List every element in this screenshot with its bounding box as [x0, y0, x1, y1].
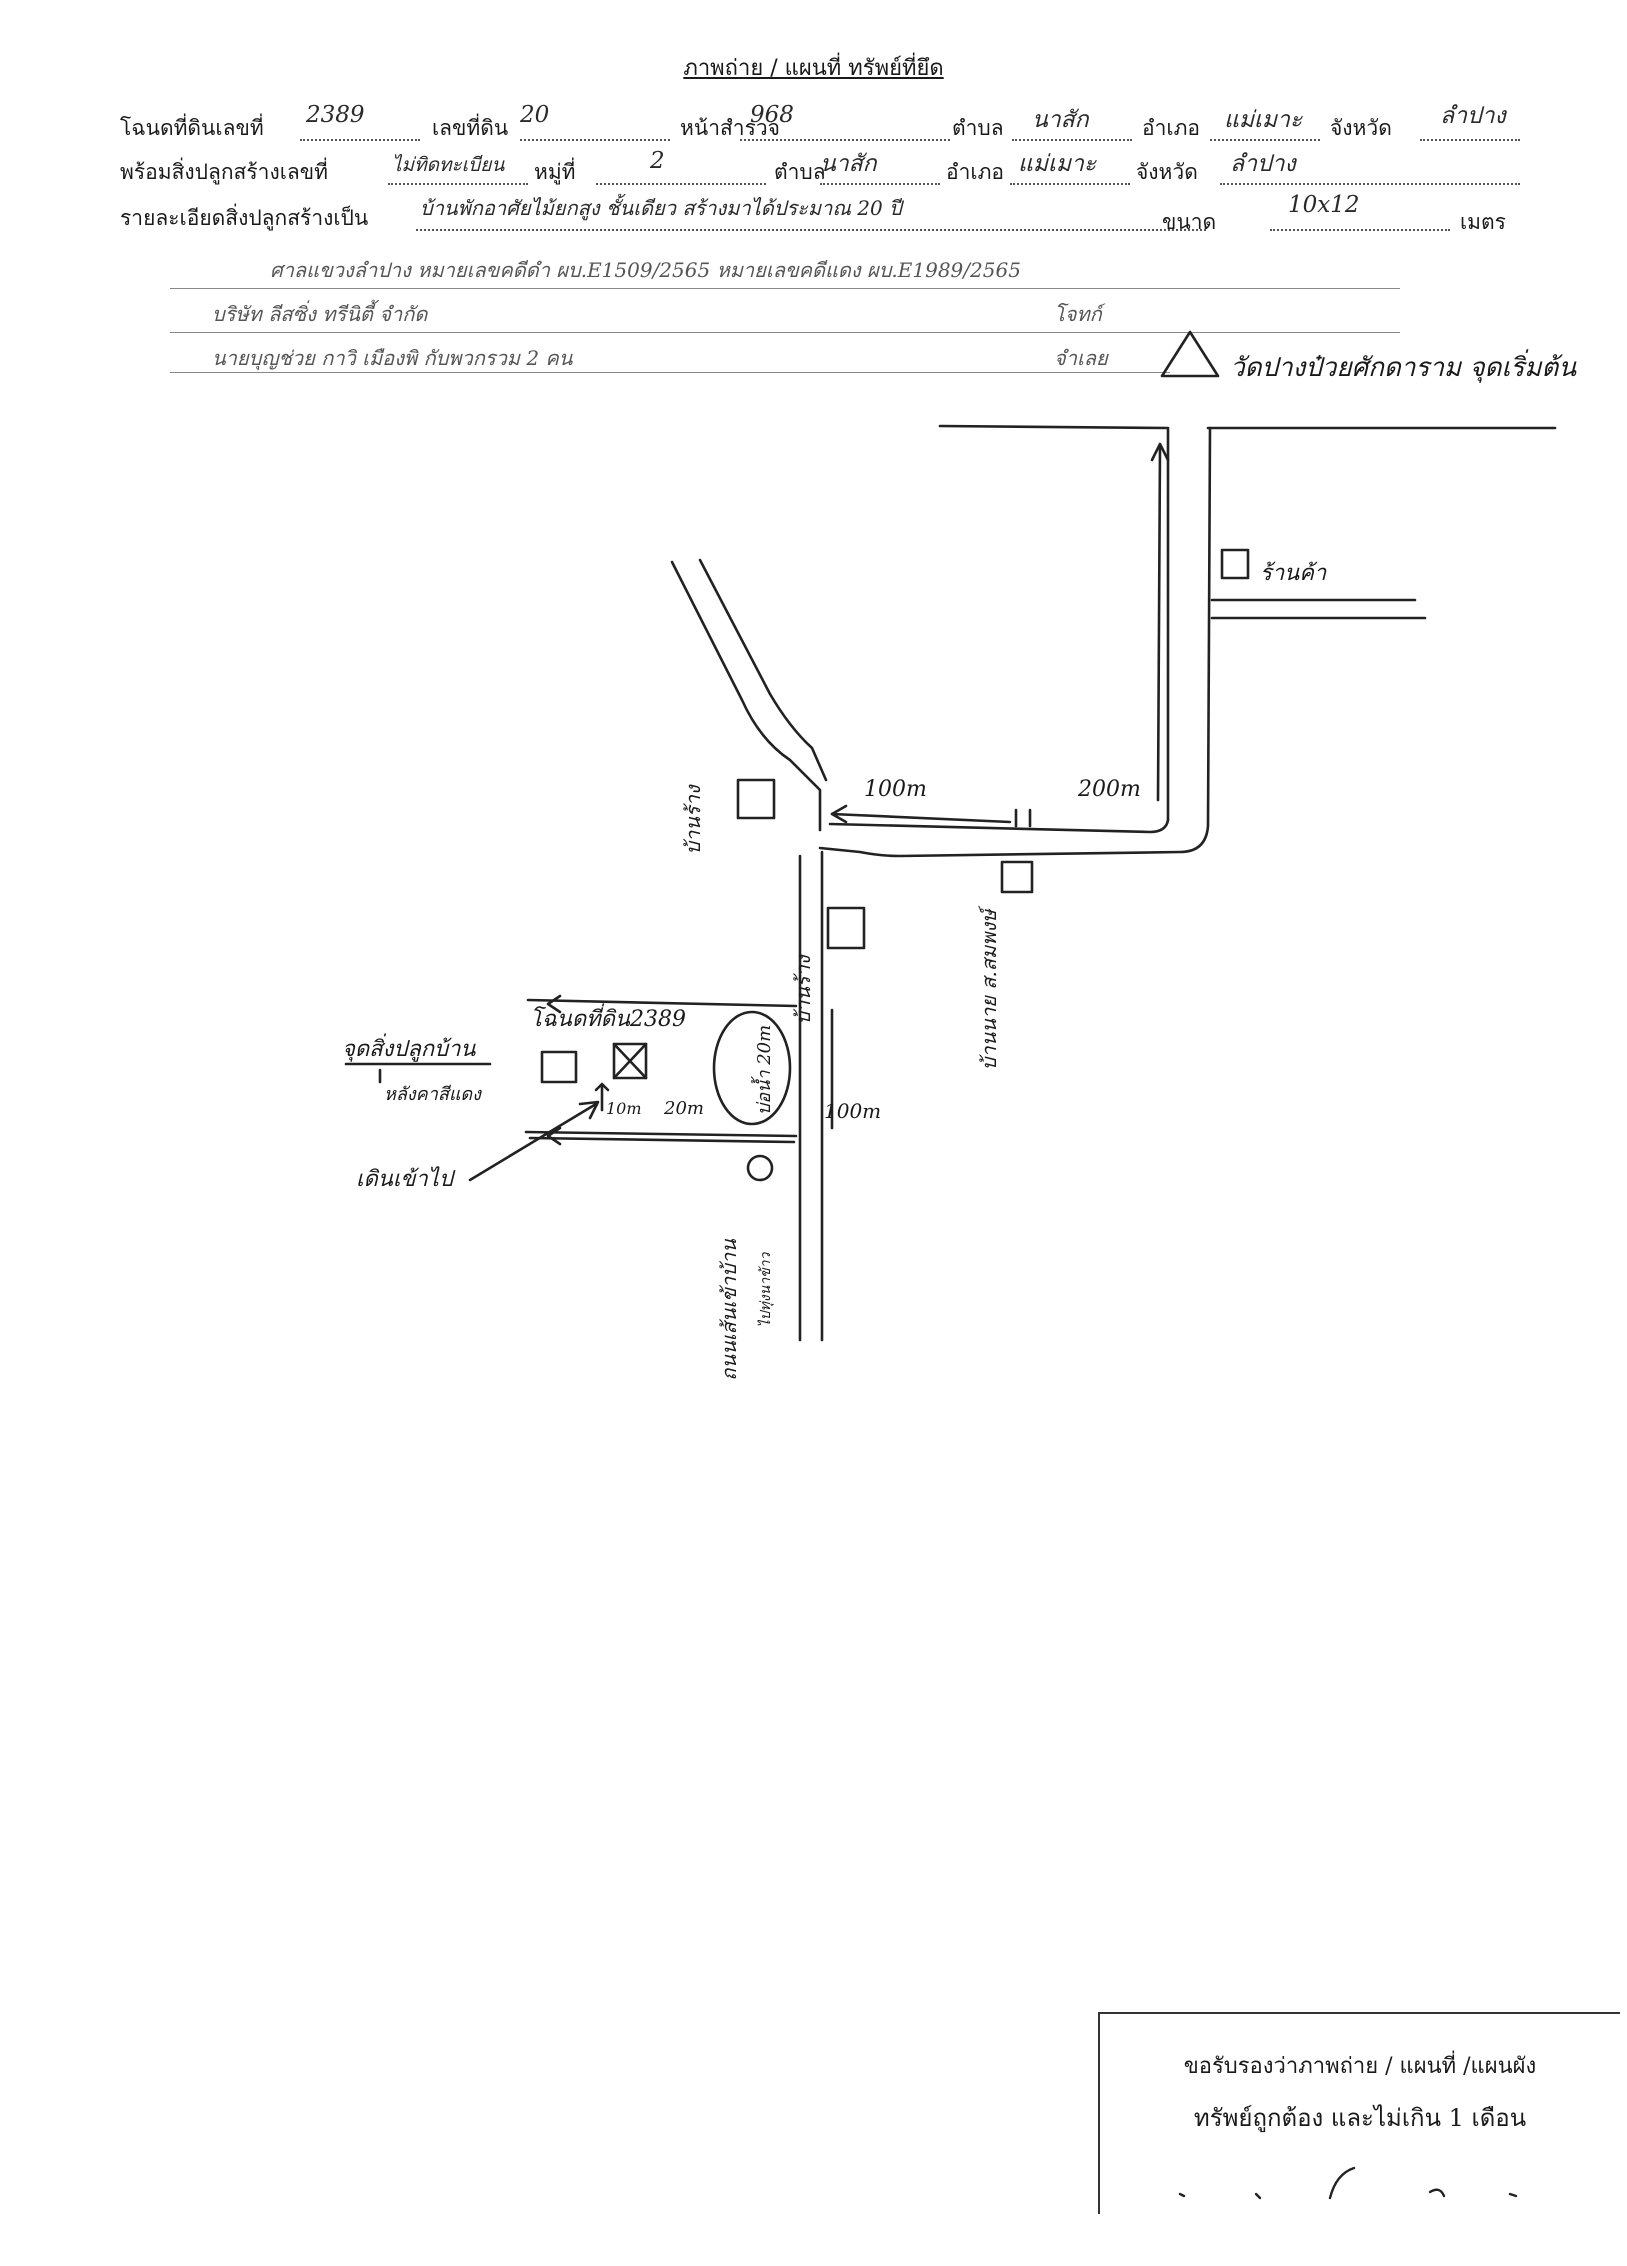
certification-line1: ขอรับรองว่าภาพถ่าย / แผนที่ /แผนผัง: [1183, 2054, 1537, 2079]
route-arrow-head-up: [1150, 442, 1170, 462]
form-row-details: รายละเอียดสิ่งปลูกสร้างเป็น บ้านพักอาศัย…: [120, 192, 1520, 234]
subdistrict-label-2: ตำบล: [774, 160, 826, 184]
court-case-line: ศาลแขวงลำปาง หมายเลขคดีดำ ผบ.E1509/2565 …: [270, 258, 1021, 282]
deed-number: 2389: [306, 102, 365, 128]
moo-number: 2: [650, 148, 665, 174]
road-diagonal-edge-1: [670, 560, 822, 832]
abandoned-house-label-left: บ้านร้าง: [681, 784, 705, 855]
road-middle-edge: [828, 818, 1170, 834]
subdistrict-label: ตำบล: [952, 116, 1004, 140]
certification-line2: ทรัพย์ถูกต้อง และไม่เกิน 1 เดือน: [1193, 2104, 1527, 2132]
deed-map-label: โฉนดที่ดิน2389: [530, 1003, 686, 1032]
defendant-label: จำเลย: [1054, 346, 1108, 370]
pond-label: บ่อน้ำ 20m: [750, 1025, 775, 1115]
land-number: 20: [520, 102, 550, 128]
pond: [712, 1010, 792, 1126]
shop-box: [1220, 548, 1250, 580]
defendant-line: นายบุญช่วย กาวิ เมืองพิ กับพวกรวม 2 คน: [212, 346, 573, 370]
distance-10m: 10m: [606, 1099, 642, 1118]
province-label: จังหวัด: [1330, 116, 1392, 140]
walk-label: เดินเข้าไป: [356, 1166, 456, 1192]
district-label-2: อำเภอ: [946, 160, 1005, 184]
neighbor-house-label: บ้านนาย ส.สมพงษ์: [977, 905, 1001, 1070]
moo-label: หมู่ที่: [534, 160, 576, 184]
form-row-deed: โฉนดที่ดินเลขที่ 2389 เลขที่ดิน 20 หน้าส…: [120, 102, 1520, 142]
province-label-2: จังหวัด: [1136, 160, 1198, 184]
route-arrow-100m: [830, 812, 1012, 824]
plaintiff-label: โจทก์: [1054, 302, 1102, 326]
road-top-left-edge: [938, 424, 1170, 822]
shop-label: ร้านค้า: [1260, 561, 1327, 586]
road-label-bottom-2: ไปทุ่งนาข้าว: [757, 1252, 774, 1328]
road-label-bottom: ถนนเส้นเข้าบ้าน: [717, 1238, 741, 1381]
subdistrict-2: นาสัก: [820, 151, 877, 177]
distance-200m: 200m: [1077, 777, 1141, 802]
land-no-label: เลขที่ดิน: [432, 116, 509, 140]
house-note-line2: หลังคาสีแดง: [384, 1084, 482, 1105]
subdistrict: นาสัก: [1032, 107, 1089, 133]
house-box-left: [736, 778, 776, 820]
house-note-line1: จุดสิ่งปลูกบ้าน: [342, 1033, 476, 1062]
distance-100m-vertical: 100m: [824, 1099, 881, 1123]
deed-label: โฉนดที่ดินเลขที่: [120, 116, 264, 140]
branch-road-lower-edge: [524, 1130, 798, 1138]
pole-circle-icon: [746, 1154, 774, 1182]
size-unit: เมตร: [1460, 210, 1506, 234]
road-diagonal-edge-2: [698, 558, 828, 782]
certification-box: ขอรับรองว่าภาพถ่าย / แผนที่ /แผนผัง ทรัพ…: [1098, 2012, 1620, 2214]
district-label: อำเภอ: [1142, 116, 1201, 140]
start-point-label: วัดปางป๋วยศักดาราม จุดเริ่มต้น: [1230, 349, 1577, 383]
district: แม่เมาะ: [1224, 107, 1303, 133]
document-title: ภาพถ่าย / แผนที่ ทรัพย์ที่ยึด: [683, 56, 944, 81]
walk-arrow: [468, 1102, 598, 1182]
house-box-middle: [826, 906, 866, 950]
building-no-label: พร้อมสิ่งปลูกสร้างเลขที่: [120, 160, 328, 184]
house-box-right: [1000, 860, 1034, 894]
distance-100m-top: 100m: [864, 777, 927, 802]
province-2: ลำปาง: [1230, 151, 1296, 177]
province: ลำปาง: [1440, 103, 1506, 129]
signature-scribble: [1178, 2166, 1518, 2200]
distance-20m: 20m: [663, 1098, 704, 1119]
details-label: รายละเอียดสิ่งปลูกสร้างเป็น: [120, 206, 369, 230]
building-number: ไม่ทิดทะเบียน: [392, 154, 505, 176]
route-arrow-up: [1156, 444, 1162, 802]
building-size: 10x12: [1288, 192, 1360, 218]
target-house-icon: [612, 1042, 648, 1080]
size-label: ขนาด: [1162, 210, 1217, 234]
road-right-edge: [818, 426, 1212, 858]
start-point-triangle-icon: [1160, 330, 1220, 378]
form-row-building: พร้อมสิ่งปลูกสร้างเลขที่ ไม่ทิดทะเบียน ห…: [120, 146, 1520, 186]
plaintiff-line: บริษัท ลีสซิ่ง ทรีนิตี้ จำกัด: [212, 302, 428, 326]
abandoned-house-label-middle: บ้านร้าง: [791, 954, 815, 1025]
district-2: แม่เมาะ: [1018, 151, 1097, 177]
survey-page-label: หน้าสำรวจ: [680, 116, 780, 140]
neighbor-house-box: [540, 1050, 578, 1084]
building-details: บ้านพักอาศัยไม้ยกสูง ชั้นเดียว สร้างมาได…: [420, 196, 902, 220]
survey-page: 968: [750, 102, 794, 128]
